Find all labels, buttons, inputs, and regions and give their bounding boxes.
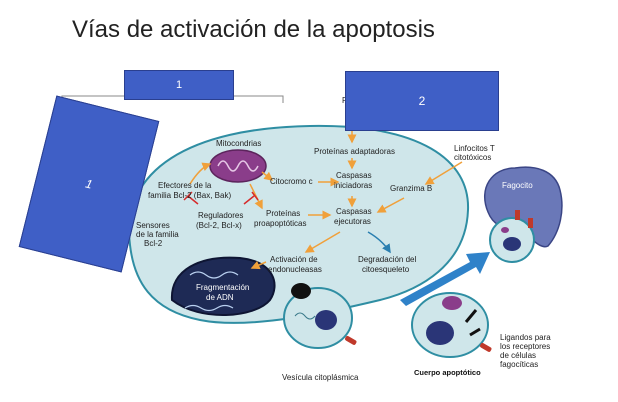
vesicle-icon (283, 283, 357, 349)
arrow-linfocitos-granzima (424, 161, 463, 185)
label-activacion-2: endonucleasas (268, 265, 322, 274)
label-ligandos-4: fagocíticas (500, 360, 538, 369)
apoptotic-body-icon (411, 292, 492, 358)
label-reguladores-1: Reguladores (198, 211, 243, 220)
label-citocromo: Citocromo c (270, 177, 313, 186)
label-proteinas-pro-2: proapoptóticas (254, 219, 306, 228)
label-vesicula: Vesícula citoplásmica (282, 373, 359, 382)
label-efectores-2: familia Bcl-2 (Bax, Bak) (148, 191, 231, 200)
arrow-mito-citocromo (261, 171, 274, 181)
overlay-box-1: 1 (124, 70, 234, 100)
label-sensores-3: Bcl-2 (144, 239, 163, 248)
label-caspasas-eje-1: Caspasas (336, 207, 372, 216)
label-sensores-1: Sensores (136, 221, 170, 230)
label-granzima: Granzima B (390, 184, 432, 193)
label-caspasas-ini-2: iniciadoras (334, 181, 372, 190)
label-sensores-2: de la familia (136, 230, 179, 239)
overlay-box-2: 2 (345, 71, 499, 131)
label-ligandos-1: Ligandos para (500, 333, 551, 342)
label-cuerpo: Cuerpo apoptótico (414, 368, 481, 377)
label-caspasas-eje-2: ejecutoras (334, 217, 371, 226)
label-partial-p: P (342, 96, 347, 105)
label-activacion-1: Activación de (270, 255, 318, 264)
arrow-efectores-mito (189, 162, 212, 185)
label-linfocitos-2: citotóxicos (454, 153, 491, 162)
phagocytosis-arrow (400, 252, 490, 306)
label-proteinas-pro-1: Proteínas (266, 209, 300, 218)
label-fragmentacion-2: de ADN (206, 293, 234, 302)
arrow-ejecutoras-degradacion (367, 231, 391, 254)
label-linfocitos-1: Linfocitos T (454, 144, 495, 153)
inhibit-reguladores-efectores (183, 191, 199, 205)
label-degradacion-1: Degradación del (358, 255, 416, 264)
label-degradacion-2: citoesqueleto (362, 265, 410, 274)
arrow-activacion-nucleus (250, 260, 267, 270)
arrow-ejecutoras-activacion (304, 231, 341, 253)
label-mitocondrias: Mitocondrias (216, 139, 261, 148)
arrow-mito-proteinas (249, 183, 263, 210)
label-ligandos-3: de células (500, 351, 536, 360)
label-reguladores-2: (Bcl-2, Bcl-x) (196, 221, 242, 230)
nucleus-icon (170, 256, 276, 317)
inhibit-reguladores-proteinas (243, 191, 259, 205)
label-efectores-1: Efectores de la (158, 181, 212, 190)
page-title: Vías de activación de la apoptosis (72, 16, 435, 43)
label-fragmentacion-1: Fragmentación (196, 283, 249, 292)
mitochondrion-icon (209, 149, 267, 183)
arrow-granzima-ejecutoras (376, 197, 405, 213)
label-caspasas-ini-1: Caspasas (336, 171, 372, 180)
phagocyte-icon (483, 166, 563, 263)
label-proteinas-adaptadoras: Proteínas adaptadoras (314, 147, 395, 156)
label-ligandos-2: los receptores (500, 342, 550, 351)
label-fagocito: Fagocito (502, 181, 533, 190)
